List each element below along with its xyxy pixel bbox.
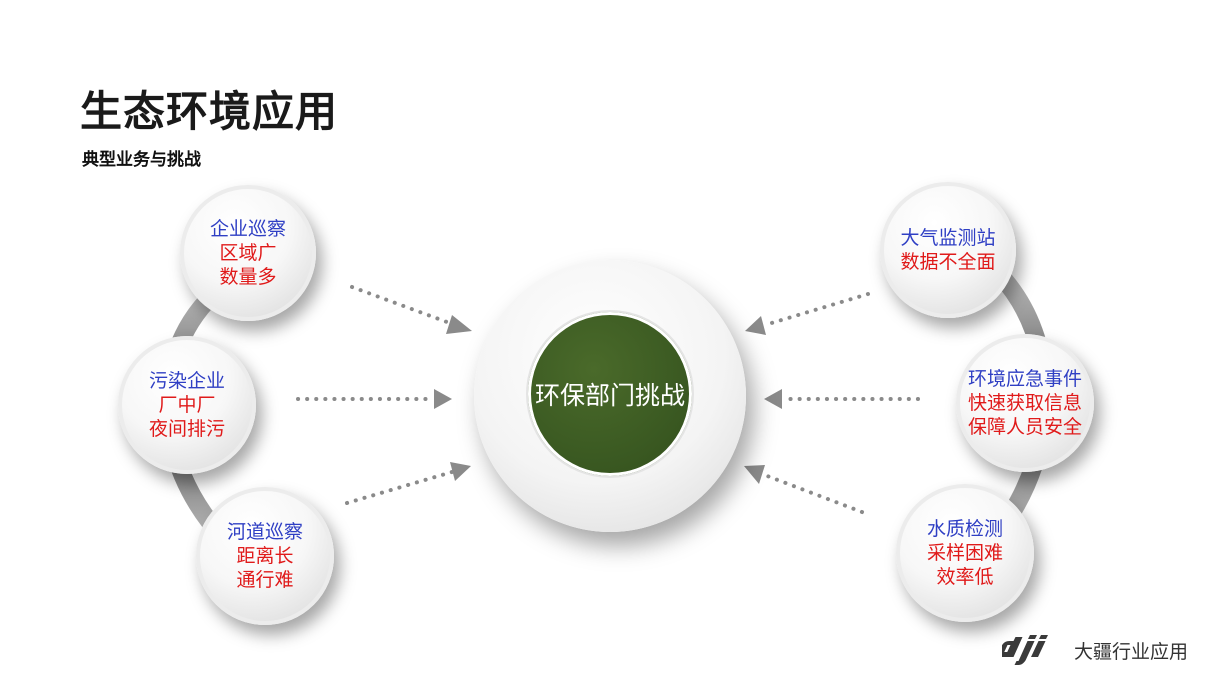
left-node-river: 河道巡察 距离长 通行难 [196, 487, 334, 625]
node-line: 数据不全面 [900, 251, 996, 273]
node-heading: 河道巡察 [226, 521, 303, 543]
page-title: 生态环境应用 [80, 87, 339, 136]
left-node-inspection: 企业巡察 区域广 数量多 [180, 185, 316, 321]
node-line: 数量多 [219, 266, 277, 288]
node-heading: 环境应急事件 [967, 368, 1082, 390]
node-heading: 企业巡察 [209, 218, 286, 240]
node-line: 夜间排污 [148, 418, 225, 440]
arrow-right-top [745, 292, 870, 335]
node-heading: 水质检测 [926, 518, 1003, 540]
brand-name: 大疆行业应用 [1074, 640, 1189, 663]
node-line: 通行难 [236, 569, 294, 591]
node-heading: 污染企业 [148, 370, 225, 392]
node-line: 距离长 [236, 545, 294, 567]
node-heading: 大气监测站 [900, 227, 996, 249]
node-line: 区域广 [219, 242, 277, 264]
right-node-emergency: 环境应急事件 快速获取信息 保障人员安全 [956, 334, 1094, 472]
node-line: 保障人员安全 [967, 416, 1082, 438]
right-node-air-station: 大气监测站 数据不全面 [880, 182, 1016, 318]
right-node-water-quality: 水质检测 采样困难 效率低 [896, 484, 1034, 622]
page-subtitle: 典型业务与挑战 [82, 150, 201, 170]
node-line: 快速获取信息 [967, 392, 1082, 414]
hub-center: 环保部门挑战 [528, 312, 692, 476]
brand-logo: 大疆行业应用 [1002, 635, 1188, 665]
node-line: 效率低 [936, 566, 994, 588]
arrow-left-bottom [345, 462, 471, 505]
node-line: 采样困难 [926, 542, 1003, 564]
arrow-left-top [350, 285, 472, 334]
node-line: 厂中厂 [158, 394, 216, 416]
hub-label: 环保部门挑战 [534, 381, 685, 410]
dji-logo-icon [1002, 635, 1048, 665]
left-node-polluter: 污染企业 厂中厂 夜间排污 [118, 336, 256, 474]
arrow-right-bottom [744, 465, 864, 514]
arrow-right-mid [764, 389, 920, 409]
arrow-left-mid [296, 389, 452, 409]
